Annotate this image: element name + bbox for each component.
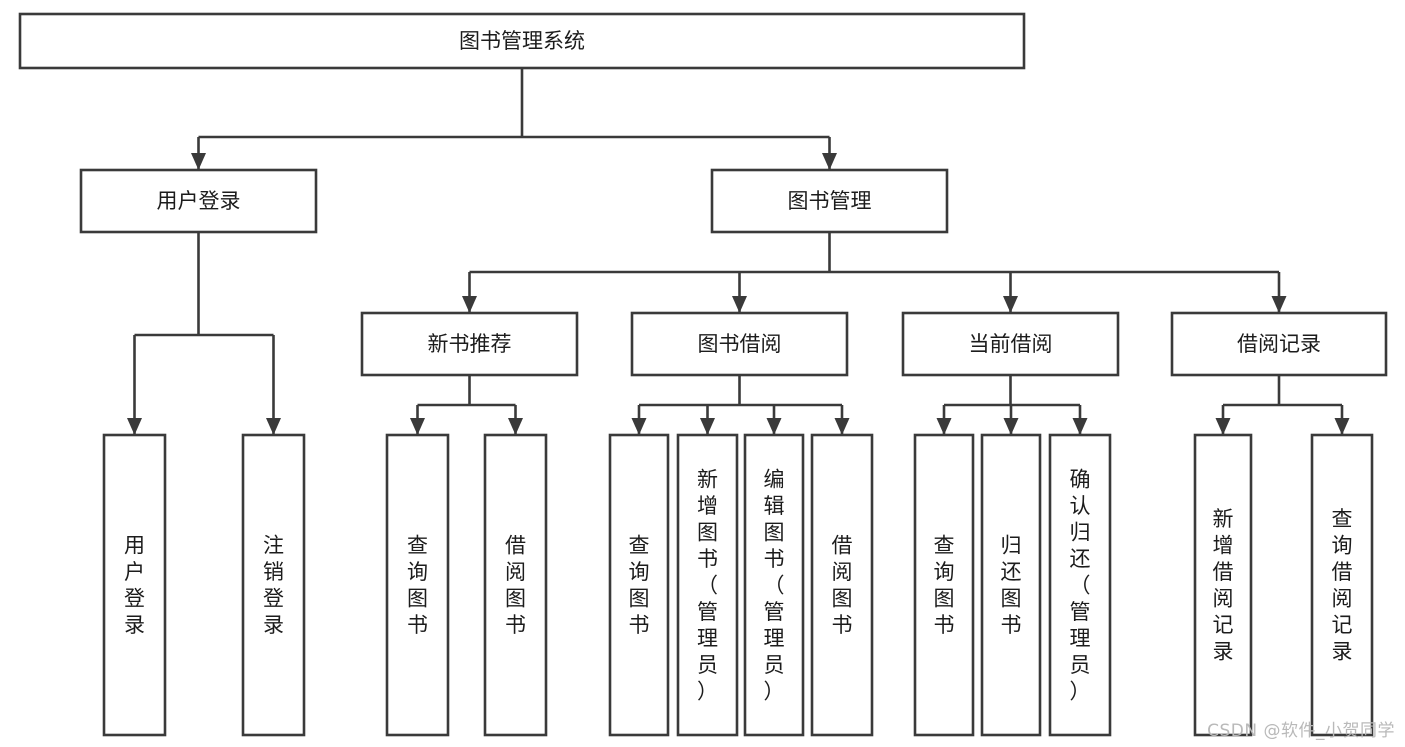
node-rect <box>1048 433 1112 737</box>
node-rect <box>980 433 1042 737</box>
node-level2-current-borrow[interactable]: 当前借阅 <box>901 311 1120 377</box>
node-label: 新增借阅记录 <box>1213 507 1234 664</box>
node-label: 查询图书 <box>934 534 955 638</box>
node-label: 注销登录 <box>263 534 284 638</box>
node-label: 借阅图书 <box>832 534 853 638</box>
node-rect <box>608 433 670 737</box>
node-leaf-leaf-borrow-book[interactable]: 借阅图书 <box>810 433 874 737</box>
arrow-head-icon <box>834 418 850 435</box>
node-leaf-leaf-query-borrow-record[interactable]: 查询借阅记录 <box>1310 433 1374 737</box>
node-rect <box>1170 311 1388 377</box>
arrow-head-icon <box>766 418 782 435</box>
node-label: 归还图书 <box>1001 534 1022 638</box>
node-leaf-leaf-add-book-admin[interactable]: 新增图书（管理员） <box>676 433 739 737</box>
arrow-head-icon <box>127 418 142 435</box>
node-label: 查询图书 <box>629 534 650 638</box>
node-label: 新增图书（管理员） <box>697 467 718 703</box>
node-label: 借阅记录 <box>1237 332 1321 356</box>
node-rect <box>18 12 1026 70</box>
arrow-head-icon <box>936 418 952 435</box>
node-rect <box>913 433 975 737</box>
node-level2-borrow-records[interactable]: 借阅记录 <box>1170 311 1388 377</box>
node-leaf-leaf-add-borrow-record[interactable]: 新增借阅记录 <box>1193 433 1253 737</box>
node-level1-user-login[interactable]: 用户登录 <box>79 168 318 234</box>
arrow-head-icon <box>191 153 206 170</box>
csdn-watermark: CSDN @软件_小贺同学 <box>1207 721 1395 741</box>
node-label: 图书借阅 <box>698 332 782 356</box>
node-rect <box>483 433 548 737</box>
arrow-head-icon <box>732 296 747 313</box>
node-level2-new-book-recommend[interactable]: 新书推荐 <box>360 311 579 377</box>
node-rect <box>79 168 318 234</box>
node-label: 查询图书 <box>407 534 428 638</box>
node-leaf-leaf-borrow-book-recommend[interactable]: 借阅图书 <box>483 433 548 737</box>
arrow-head-icon <box>410 418 425 435</box>
node-rect <box>676 433 739 737</box>
node-rect <box>241 433 306 737</box>
node-leaf-leaf-query-book-borrow[interactable]: 查询图书 <box>608 433 670 737</box>
node-root-root[interactable]: 图书管理系统 <box>18 12 1026 70</box>
arrow-head-icon <box>1072 418 1088 435</box>
node-label: 确认归还（管理员） <box>1070 467 1091 703</box>
node-rect <box>710 168 949 234</box>
arrow-head-icon <box>1271 296 1287 313</box>
arrow-head-icon <box>1003 296 1018 313</box>
arrow-head-icon <box>822 153 837 170</box>
node-leaf-leaf-query-book-current[interactable]: 查询图书 <box>913 433 975 737</box>
arrow-head-icon <box>1003 418 1019 435</box>
arrow-head-icon <box>700 418 715 435</box>
node-label: 新书推荐 <box>428 332 512 356</box>
node-label: 用户登录 <box>157 189 241 213</box>
arrow-head-icon <box>631 418 647 435</box>
node-label: 编辑图书（管理员） <box>764 467 785 703</box>
node-leaf-leaf-query-book-recommend[interactable]: 查询图书 <box>385 433 450 737</box>
node-label: 图书管理系统 <box>459 29 585 53</box>
node-label: 借阅图书 <box>505 534 526 638</box>
connectors-layer <box>127 68 1350 435</box>
node-rect <box>1310 433 1374 737</box>
node-rect <box>102 433 167 737</box>
node-rect <box>360 311 579 377</box>
node-label: 用户登录 <box>124 534 145 638</box>
node-label: 图书管理 <box>788 189 872 213</box>
node-leaf-leaf-user-login[interactable]: 用户登录 <box>102 433 167 737</box>
node-leaf-leaf-return-book[interactable]: 归还图书 <box>980 433 1042 737</box>
node-label: 查询借阅记录 <box>1332 507 1353 664</box>
arrow-head-icon <box>508 418 523 435</box>
node-leaf-leaf-confirm-return-admin[interactable]: 确认归还（管理员） <box>1048 433 1112 737</box>
node-rect <box>385 433 450 737</box>
node-leaf-leaf-logout[interactable]: 注销登录 <box>241 433 306 737</box>
node-label: 当前借阅 <box>969 332 1053 356</box>
node-level1-book-management[interactable]: 图书管理 <box>710 168 949 234</box>
node-rect <box>1193 433 1253 737</box>
node-rect <box>743 433 805 737</box>
node-leaf-leaf-edit-book-admin[interactable]: 编辑图书（管理员） <box>743 433 805 737</box>
node-rect <box>810 433 874 737</box>
arrow-head-icon <box>1334 418 1350 435</box>
arrow-head-icon <box>266 418 281 435</box>
node-rect <box>901 311 1120 377</box>
arrow-head-icon <box>1215 418 1231 435</box>
arrow-head-icon <box>462 296 477 313</box>
node-rect <box>630 311 849 377</box>
nodes-layer: 图书管理系统用户登录图书管理新书推荐图书借阅当前借阅借阅记录用户登录注销登录查询… <box>18 12 1388 737</box>
node-level2-book-borrow[interactable]: 图书借阅 <box>630 311 849 377</box>
